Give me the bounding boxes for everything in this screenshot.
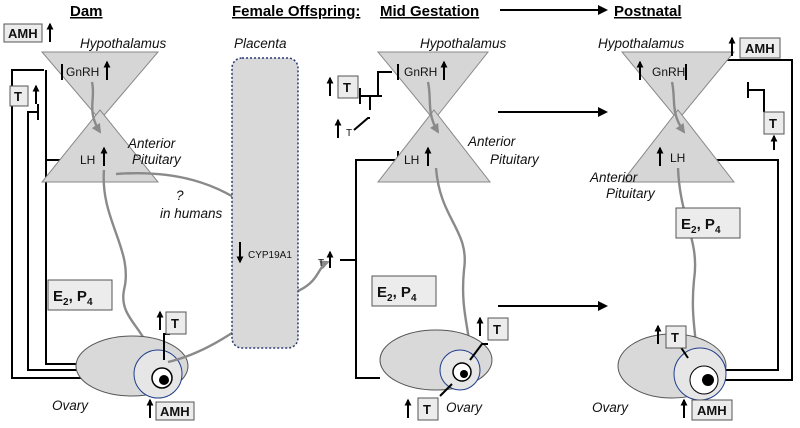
- post-e2: E: [681, 216, 691, 233]
- cyp19a1-label: CYP19A1: [248, 250, 292, 261]
- dam-ovary-amh-box: [155, 401, 195, 421]
- placenta: Placenta CYP19A1: [231, 36, 299, 349]
- dam-gnrh-to-lh-arrow: [90, 81, 102, 134]
- mid-gnrh-label: GnRH: [404, 65, 437, 79]
- post-ovary-amh-label: AMH: [697, 403, 727, 418]
- dam-amh-label: AMH: [8, 26, 38, 41]
- mid-p4: P: [401, 284, 411, 301]
- post-feedback-e2: [686, 159, 779, 371]
- header-postnatal: Postnatal: [614, 3, 682, 20]
- question-mark: ?: [176, 188, 184, 203]
- header-mid-gestation: Mid Gestation: [380, 3, 479, 20]
- mid-t-label: T: [343, 80, 351, 95]
- in-humans-label: in humans: [160, 206, 223, 221]
- mid-e2-sub: 2: [387, 293, 393, 304]
- post-ovary-amh-box: [691, 399, 733, 421]
- post-anterior-label: Anterior: [589, 170, 638, 185]
- dam-gnrh-label: GnRH: [66, 65, 99, 79]
- mid-ovary-t-label: T: [493, 322, 501, 337]
- post-feedback-outer: [716, 59, 793, 381]
- dam-pituitary-label: Pituitary: [132, 152, 182, 167]
- post-ovary-label: Ovary: [592, 400, 629, 415]
- mid-hypothalamus-label: Hypothalamus: [420, 36, 507, 51]
- post-e2p4-box: [675, 207, 741, 239]
- post-p4-sub: 4: [715, 225, 721, 236]
- dam-ovary-amh-label: AMH: [160, 404, 190, 419]
- mid-ovary-t-link: [469, 343, 488, 361]
- post-gnrh-label: GnRH: [652, 65, 685, 79]
- post-ovary-t-box: [665, 325, 687, 349]
- post-p4: P: [705, 216, 715, 233]
- dam-e2p4-text: E2, P4: [53, 288, 93, 308]
- mid-ovary-t-box: [487, 317, 509, 341]
- post-gnrh-to-lh-arrow: [670, 81, 686, 134]
- post-pituitary-label: Pituitary: [606, 186, 656, 201]
- post-t-box: [763, 111, 785, 135]
- dam-ovary-label: Ovary: [52, 398, 89, 413]
- mid-e2p4-box: [371, 275, 437, 307]
- dam-anterior-label: Anterior: [127, 136, 176, 151]
- mid-feedback-outer: [355, 159, 398, 379]
- post-ovary-t-label: T: [671, 330, 679, 345]
- dam-p4-sub: 4: [87, 297, 93, 308]
- dam-feedback-e2: [45, 159, 148, 365]
- dam-e2: E: [53, 288, 63, 305]
- post-hypothalamus-shape: [620, 51, 736, 121]
- dam-p4: P: [77, 288, 87, 305]
- mid-e2p4-text: E2, P4: [377, 284, 417, 304]
- mid-ovary-lower-t-label: T: [423, 402, 431, 417]
- header-dam: Dam: [70, 3, 103, 20]
- mid-gnrh-to-lh-arrow: [426, 81, 440, 134]
- dam-ovary-t-box: [165, 311, 187, 335]
- mid-lh-to-ovary-arrow: [434, 167, 475, 356]
- mid-t-feedback: [369, 95, 382, 110]
- dam-pituitary-shape: [40, 109, 160, 183]
- mid-lh-label: LH: [404, 153, 419, 167]
- mid-ovary-label: Ovary: [446, 400, 483, 415]
- mid-ovary-lower-t-box: [417, 397, 439, 421]
- mid-hypothalamus-shape: [376, 51, 490, 121]
- post-t-label: T: [769, 116, 777, 131]
- dam-lh-to-ovary-arrow: [102, 169, 155, 362]
- mid-e2: E: [377, 284, 387, 301]
- dam-feedback-outer: [11, 69, 160, 379]
- dam-oocyte: [159, 375, 169, 385]
- dam-hypothalamus-shape: [40, 51, 160, 121]
- mid-oocyte: [460, 370, 468, 378]
- post-hypothalamus-label: Hypothalamus: [598, 36, 685, 51]
- mid-anterior-label: Anterior: [467, 134, 516, 149]
- dam-axis: Hypothalamus Anterior Pituitary GnRH LH …: [3, 22, 330, 421]
- post-e2p4-text: E2, P4: [681, 216, 721, 236]
- post-amh-box: [739, 37, 781, 59]
- dam-t-label: T: [14, 89, 22, 104]
- mid-gestation-axis: T Hypothalamus Anterior Pituitary GnRH L…: [318, 36, 540, 421]
- mid-ovary-lower-t-link: [439, 383, 453, 397]
- post-amh-label: AMH: [745, 41, 775, 56]
- dam-ovary-t-label: T: [171, 316, 179, 331]
- post-t-feedback: [748, 89, 765, 112]
- dam-lh-label: LH: [80, 153, 95, 167]
- header-female-offspring: Female Offspring:: [232, 3, 360, 20]
- mid-t-small-bracket: [353, 117, 370, 131]
- mid-pituitary-label: Pituitary: [490, 152, 540, 167]
- post-oocyte: [702, 374, 714, 386]
- mid-pituitary-shape: [376, 109, 492, 183]
- dam-hypothalamus-label: Hypothalamus: [80, 36, 167, 51]
- dam-e2p4-box: [47, 279, 113, 311]
- mid-t-bracket: [360, 71, 392, 97]
- post-lh-label: LH: [670, 151, 685, 165]
- dam-e2-sub: 2: [63, 297, 69, 308]
- placenta-label: Placenta: [234, 36, 287, 51]
- mid-t-box: [337, 75, 359, 99]
- mid-p4-sub: 4: [411, 293, 417, 304]
- placenta-shape: [231, 57, 299, 349]
- dam-amh-box: [3, 23, 43, 43]
- post-e2-sub: 2: [691, 225, 697, 236]
- mid-t-small: T: [318, 258, 324, 269]
- dam-t-box: [9, 85, 29, 107]
- mid-t-small-2: T: [346, 128, 352, 139]
- postnatal-axis: Hypothalamus Anterior Pituitary GnRH LH …: [589, 36, 793, 421]
